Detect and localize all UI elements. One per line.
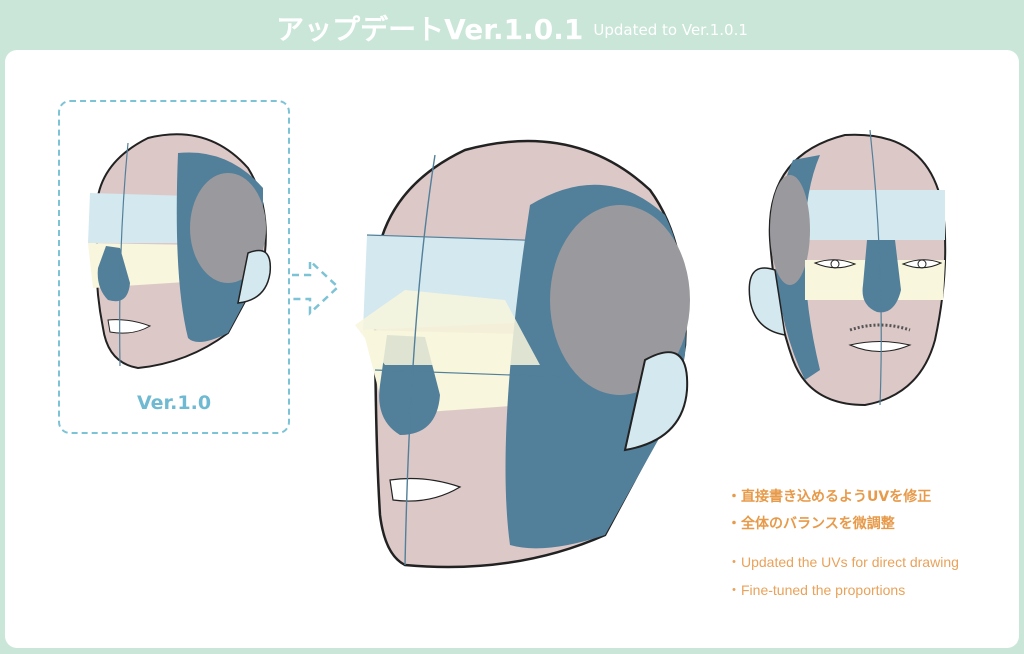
front-eye-right bbox=[901, 259, 943, 269]
front-head-illustration bbox=[748, 130, 947, 407]
front-ear bbox=[748, 267, 786, 336]
old-head-illustration bbox=[88, 133, 272, 370]
front-nose bbox=[862, 240, 901, 313]
note-jp-uv: ・直接書き込めるようUVを修正 bbox=[727, 489, 932, 505]
front-mustache bbox=[849, 323, 911, 332]
front-ear-gray bbox=[770, 175, 810, 285]
old-mouth bbox=[107, 319, 152, 334]
page-subtitle: Updated to Ver.1.0.1 bbox=[593, 21, 748, 39]
update-notes: ・直接書き込めるようUVを修正 ・全体のバランスを微調整 ・Updated th… bbox=[727, 484, 1017, 604]
note-en-balance: ・Fine-tuned the proportions bbox=[727, 582, 906, 598]
note-en-uv: ・Updated the UVs for direct drawing bbox=[727, 554, 959, 570]
new-ear bbox=[623, 351, 689, 452]
old-nose bbox=[97, 246, 130, 302]
old-version-label: Ver.1.0 bbox=[136, 392, 212, 414]
front-mouth bbox=[848, 341, 912, 352]
front-eye-left bbox=[813, 259, 857, 269]
old-ear bbox=[237, 249, 272, 304]
front-head-band bbox=[803, 190, 945, 240]
new-ear-gray bbox=[550, 205, 690, 395]
header-bar: アップデートVer.1.0.1 Updated to Ver.1.0.1 bbox=[0, 0, 1024, 50]
new-nose-bridge bbox=[355, 290, 540, 365]
new-head-illustration bbox=[355, 139, 690, 569]
arrow-right-icon bbox=[292, 258, 340, 316]
old-version-frame bbox=[58, 100, 290, 434]
note-jp-balance: ・全体のバランスを微調整 bbox=[727, 516, 895, 532]
page-title: アップデートVer.1.0.1 bbox=[276, 13, 584, 46]
